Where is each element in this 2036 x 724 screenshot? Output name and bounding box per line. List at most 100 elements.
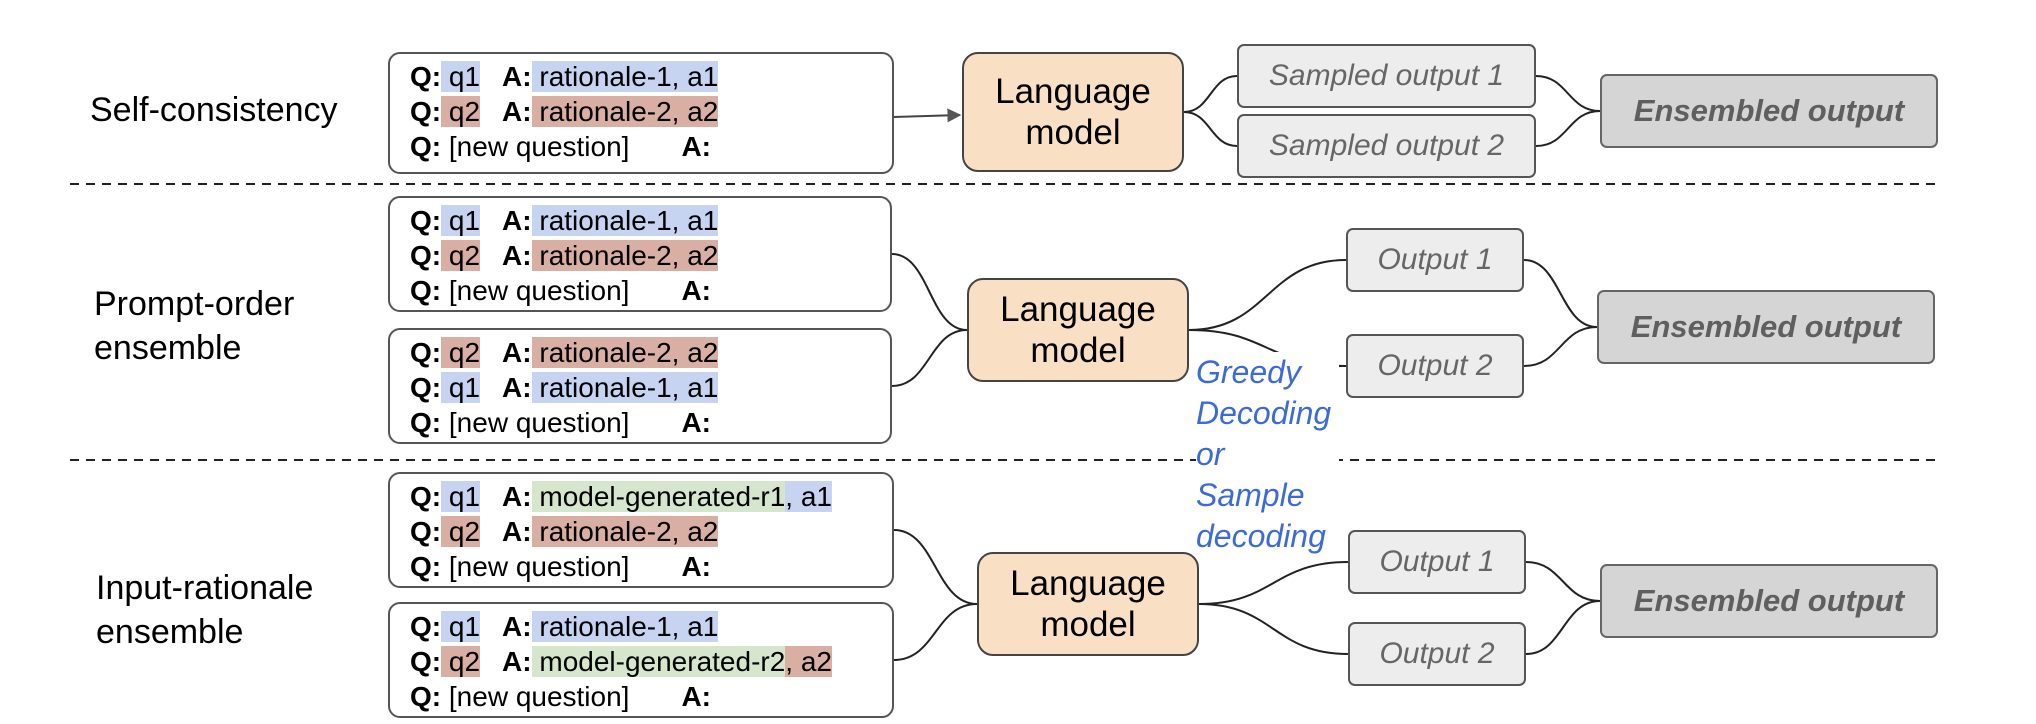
prompt-text: q2 [441, 240, 481, 271]
decoding-note-line: Sample [1196, 477, 1305, 513]
ensembled-output-label: Ensembled output [1630, 309, 1902, 344]
decoding-note-line: decoding [1196, 518, 1326, 554]
prompt-text: q1 [441, 372, 481, 403]
ensembled-output-box: Ensembled output [1600, 74, 1938, 148]
prompt-line: Q: q2 A: rationale-2, a2 [410, 94, 892, 129]
prompt-to-model-connector [891, 253, 968, 331]
language-model-label: model [1030, 331, 1126, 370]
decoding-note-line: Greedy [1196, 354, 1301, 390]
question-marker: Q: [410, 611, 442, 642]
prompt-text: [new question] [441, 131, 630, 162]
prompt-text: rationale-1, a1 [531, 205, 719, 236]
prompt-text: [new question] [441, 681, 630, 712]
prompt-line: Q: [new question]A: [410, 129, 892, 164]
language-model-label: Language [995, 72, 1151, 111]
answer-marker: A: [502, 516, 532, 547]
section-label-line: ensemble [94, 329, 242, 367]
question-marker: Q: [410, 646, 442, 677]
output-label: Sampled output 1 [1268, 59, 1505, 92]
answer-marker: A: [502, 611, 532, 642]
answer-marker: A: [681, 407, 711, 438]
output-box: Output 2 [1346, 334, 1524, 398]
answer-marker: A: [681, 275, 711, 306]
question-marker: Q: [410, 407, 442, 438]
answer-marker: A: [502, 205, 532, 236]
prompt-text: rationale-1, a1 [531, 61, 719, 92]
answer-marker: A: [502, 646, 532, 677]
prompt-line: Q: q2 A: rationale-2, a2 [410, 514, 892, 549]
output-label: Sampled output 2 [1268, 129, 1505, 162]
prompt-to-model-connector [891, 329, 968, 387]
prompt-text: [new question] [441, 551, 630, 582]
answer-marker: A: [502, 96, 532, 127]
answer-marker: A: [502, 337, 532, 368]
prompt-line: Q: [new question]A: [410, 405, 890, 440]
prompt-text: rationale-2, a2 [531, 516, 719, 547]
ensembled-output-label: Ensembled output [1633, 93, 1905, 128]
question-marker: Q: [410, 372, 442, 403]
decoding-note-line: Decoding [1196, 395, 1332, 431]
ensembled-output-label: Ensembled output [1633, 583, 1905, 618]
language-model-label: Language [1000, 290, 1156, 329]
prompt-text: q2 [441, 337, 481, 368]
prompt-text: rationale-1, a1 [531, 611, 719, 642]
decoding-note-line: or [1196, 436, 1225, 472]
ensembled-output-box: Ensembled output [1597, 290, 1935, 364]
section-label: Prompt-order ensemble [94, 282, 294, 370]
prompt-text: q1 [441, 481, 481, 512]
question-marker: Q: [410, 275, 442, 306]
answer-marker: A: [502, 240, 532, 271]
answer-marker: A: [502, 481, 532, 512]
answer-marker: A: [681, 551, 711, 582]
language-model-label: model [1025, 113, 1121, 152]
prompt-line: Q: q1 A: rationale-1, a1 [410, 370, 890, 405]
prompt-to-model-connector [893, 603, 978, 661]
section-label: Self-consistency [90, 88, 338, 132]
question-marker: Q: [410, 240, 442, 271]
prompt-line: Q: [new question]A: [410, 273, 890, 308]
prompt-text: q2 [441, 516, 481, 547]
prompt-text: rationale-2, a2 [531, 96, 719, 127]
prompt-line: Q: [new question] A: [410, 549, 892, 584]
output-label: Output 2 [1379, 637, 1495, 670]
question-marker: Q: [410, 516, 442, 547]
prompt-text: q2 [441, 96, 481, 127]
prompt-text: , a1 [785, 481, 832, 512]
question-marker: Q: [410, 481, 442, 512]
question-marker: Q: [410, 96, 442, 127]
question-marker: Q: [410, 337, 442, 368]
output-to-ensemble-connector [1535, 110, 1601, 147]
model-to-output-connector [1183, 75, 1238, 113]
section-label-line: Prompt-order [94, 285, 295, 323]
prompt-to-model-connector [893, 529, 978, 605]
output-to-ensemble-connector [1535, 75, 1601, 112]
question-marker: Q: [410, 551, 442, 582]
output-to-ensemble-connector [1523, 259, 1598, 328]
ensembled-output-box: Ensembled output [1600, 564, 1938, 638]
prompt-text: q1 [441, 61, 481, 92]
question-marker: Q: [410, 131, 442, 162]
output-box: Sampled output 1 [1237, 44, 1536, 108]
model-to-output-connector [1198, 561, 1349, 605]
language-model-label: model [1040, 605, 1136, 644]
output-label: Output 2 [1377, 349, 1493, 382]
prompt-line: Q: q2 A: rationale-2, a2 [410, 335, 890, 370]
question-marker: Q: [410, 61, 442, 92]
prompt-text: rationale-2, a2 [531, 337, 719, 368]
answer-marker: A: [502, 372, 532, 403]
output-box: Output 1 [1348, 530, 1526, 594]
generated-rationale-text: model-generated-r2 [531, 646, 786, 677]
prompt-text: rationale-1, a1 [531, 372, 719, 403]
prompt-to-model-arrow [893, 108, 962, 123]
